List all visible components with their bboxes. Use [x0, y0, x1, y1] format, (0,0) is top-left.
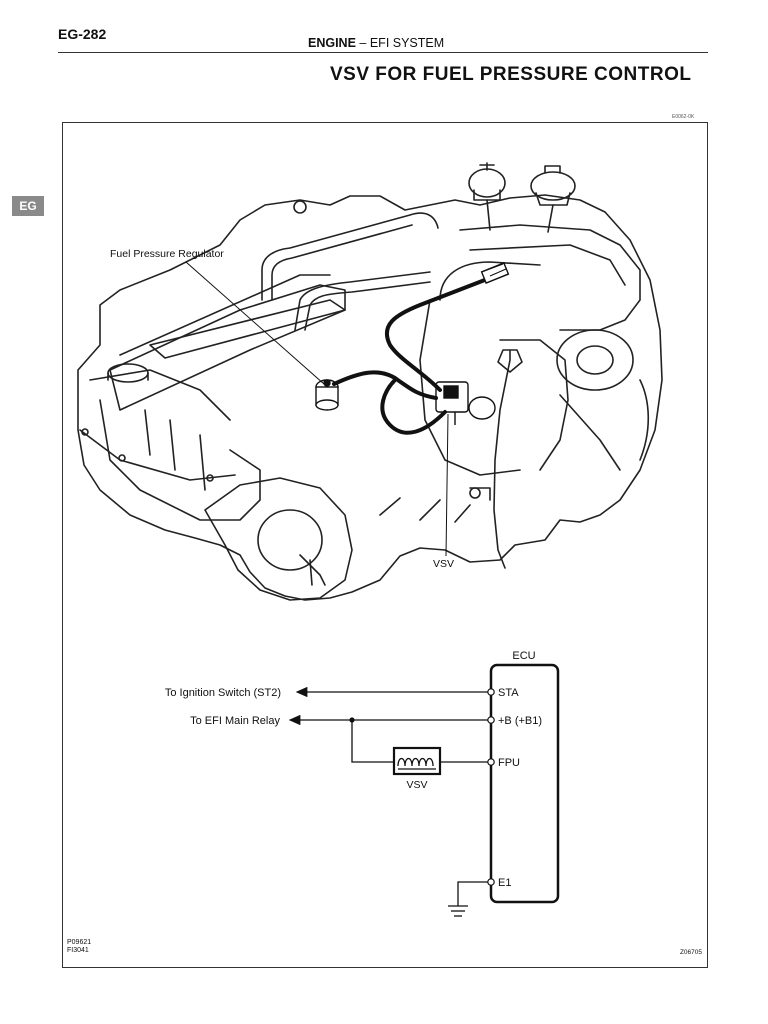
figure-code-left-2: FI3041: [67, 947, 89, 954]
hose-vsv-to-top: [384, 276, 492, 392]
page-number: EG-282: [58, 26, 107, 42]
terminal-b: +B (+B1): [498, 715, 542, 727]
terminal-e1: E1: [498, 877, 511, 889]
hose-vsv-loop: [380, 378, 447, 435]
label-efi-main-relay: To EFI Main Relay: [190, 715, 280, 727]
vsv-unit: [435, 381, 496, 425]
figure-code-right: Z06705: [680, 949, 702, 956]
ground-icon: [448, 905, 468, 917]
ecu-box: [489, 663, 560, 904]
intake-plenum: [459, 224, 641, 331]
leader-vsv: [445, 413, 449, 557]
figure-frame: [62, 122, 708, 968]
vsv-coil-icon: [392, 746, 442, 776]
vacuum-valve-right: [530, 171, 576, 201]
upper-hose: [261, 212, 439, 301]
terminal-e1-pin: [487, 878, 495, 886]
terminal-sta-pin: [487, 688, 495, 696]
terminal-fpu: FPU: [498, 757, 520, 769]
page-title: VSV FOR FUEL PRESSURE CONTROL: [330, 64, 692, 85]
section-sub: EFI SYSTEM: [369, 36, 445, 50]
vsv-connector: [480, 262, 510, 284]
dipstick-tube: [493, 349, 511, 569]
vsv-hoses: [332, 276, 492, 435]
fuel-rail: [149, 299, 346, 359]
label-ignition-switch: To Ignition Switch (ST2): [165, 687, 281, 699]
figure-code-left-1: P09621: [67, 939, 91, 946]
leader-regulator: [185, 261, 325, 385]
terminal-fpu-pin: [487, 758, 495, 766]
engine-outline: [77, 194, 663, 601]
hose-regulator-to-vsv: [332, 370, 438, 400]
engine-drawing: [77, 162, 663, 601]
section-separator: –: [355, 36, 370, 50]
label-fuel-pressure-regulator: Fuel Pressure Regulator: [110, 248, 224, 260]
circuit-diagram: ECU STA +B (+B1) FPU E1 VSV To Ign: [165, 650, 560, 917]
figure-code-top: E0062-0K: [672, 114, 695, 120]
label-vsv-engine: VSV: [433, 558, 454, 570]
terminal-sta: STA: [498, 687, 519, 699]
label-vsv-circuit: VSV: [406, 779, 427, 791]
header-rule: [58, 52, 708, 53]
section-tab-eg: EG: [12, 196, 44, 216]
terminal-b-pin: [487, 716, 495, 724]
section-main: ENGINE: [308, 36, 356, 50]
timing-cover: [204, 477, 353, 601]
ecu-label: ECU: [512, 650, 535, 662]
wire-vsv-feed: [351, 720, 394, 763]
head-cover: [109, 284, 346, 411]
wire-ground: [457, 881, 488, 906]
section-header: ENGINE – EFI SYSTEM: [308, 36, 444, 50]
